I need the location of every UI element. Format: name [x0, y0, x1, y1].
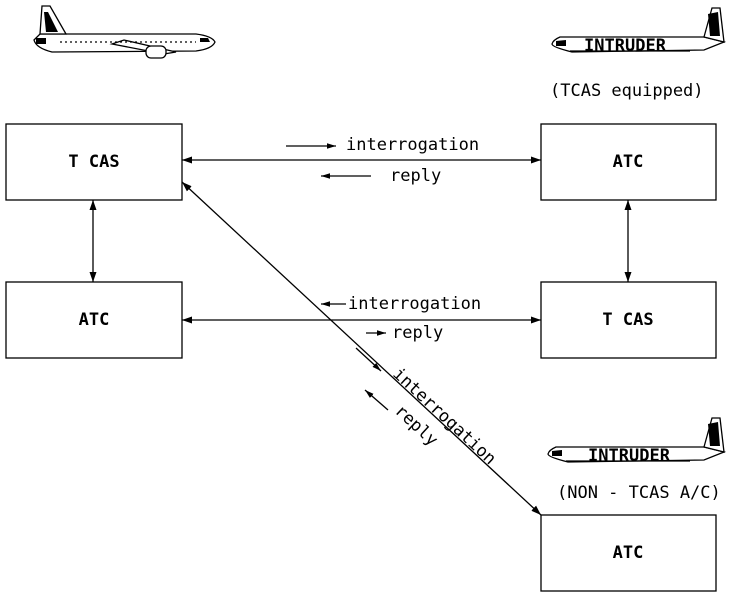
middle-reply-label: reply [392, 323, 443, 343]
intruder1-atc-box: ATC [540, 123, 717, 201]
intruder2-atc-label: ATC [613, 543, 644, 563]
middle-interrogation-label: interrogation [348, 294, 481, 314]
intruder1-tcas-label: T CAS [602, 310, 653, 330]
own-atc-box: ATC [5, 281, 183, 359]
intruder-non-tcas-airplane-icon [547, 417, 727, 463]
own-tcas-label: T CAS [68, 152, 119, 172]
own-tcas-box: T CAS [5, 123, 183, 201]
diagonal-link-arrow [181, 181, 542, 516]
intruder2-atc-box: ATC [540, 514, 717, 592]
top-interrogation-label: interrogation [346, 135, 479, 155]
top-reply-label: reply [390, 166, 441, 186]
intruder-non-tcas-note: (NON - TCAS A/C) [557, 483, 721, 503]
intruder-tcas-note: (TCAS equipped) [550, 81, 704, 101]
intruder-tcas-airplane-icon [551, 7, 727, 53]
diagonal-reply-arrow [364, 389, 389, 411]
intruder1-atc-label: ATC [613, 152, 644, 172]
intruder-tcas-label: INTRUDER [584, 36, 667, 56]
own-aircraft-icon [33, 5, 216, 59]
intruder1-tcas-box: T CAS [540, 281, 717, 359]
intruder-non-tcas-label: INTRUDER [588, 446, 671, 466]
diagonal-interrogation-arrow [355, 347, 382, 372]
own-atc-label: ATC [79, 310, 110, 330]
